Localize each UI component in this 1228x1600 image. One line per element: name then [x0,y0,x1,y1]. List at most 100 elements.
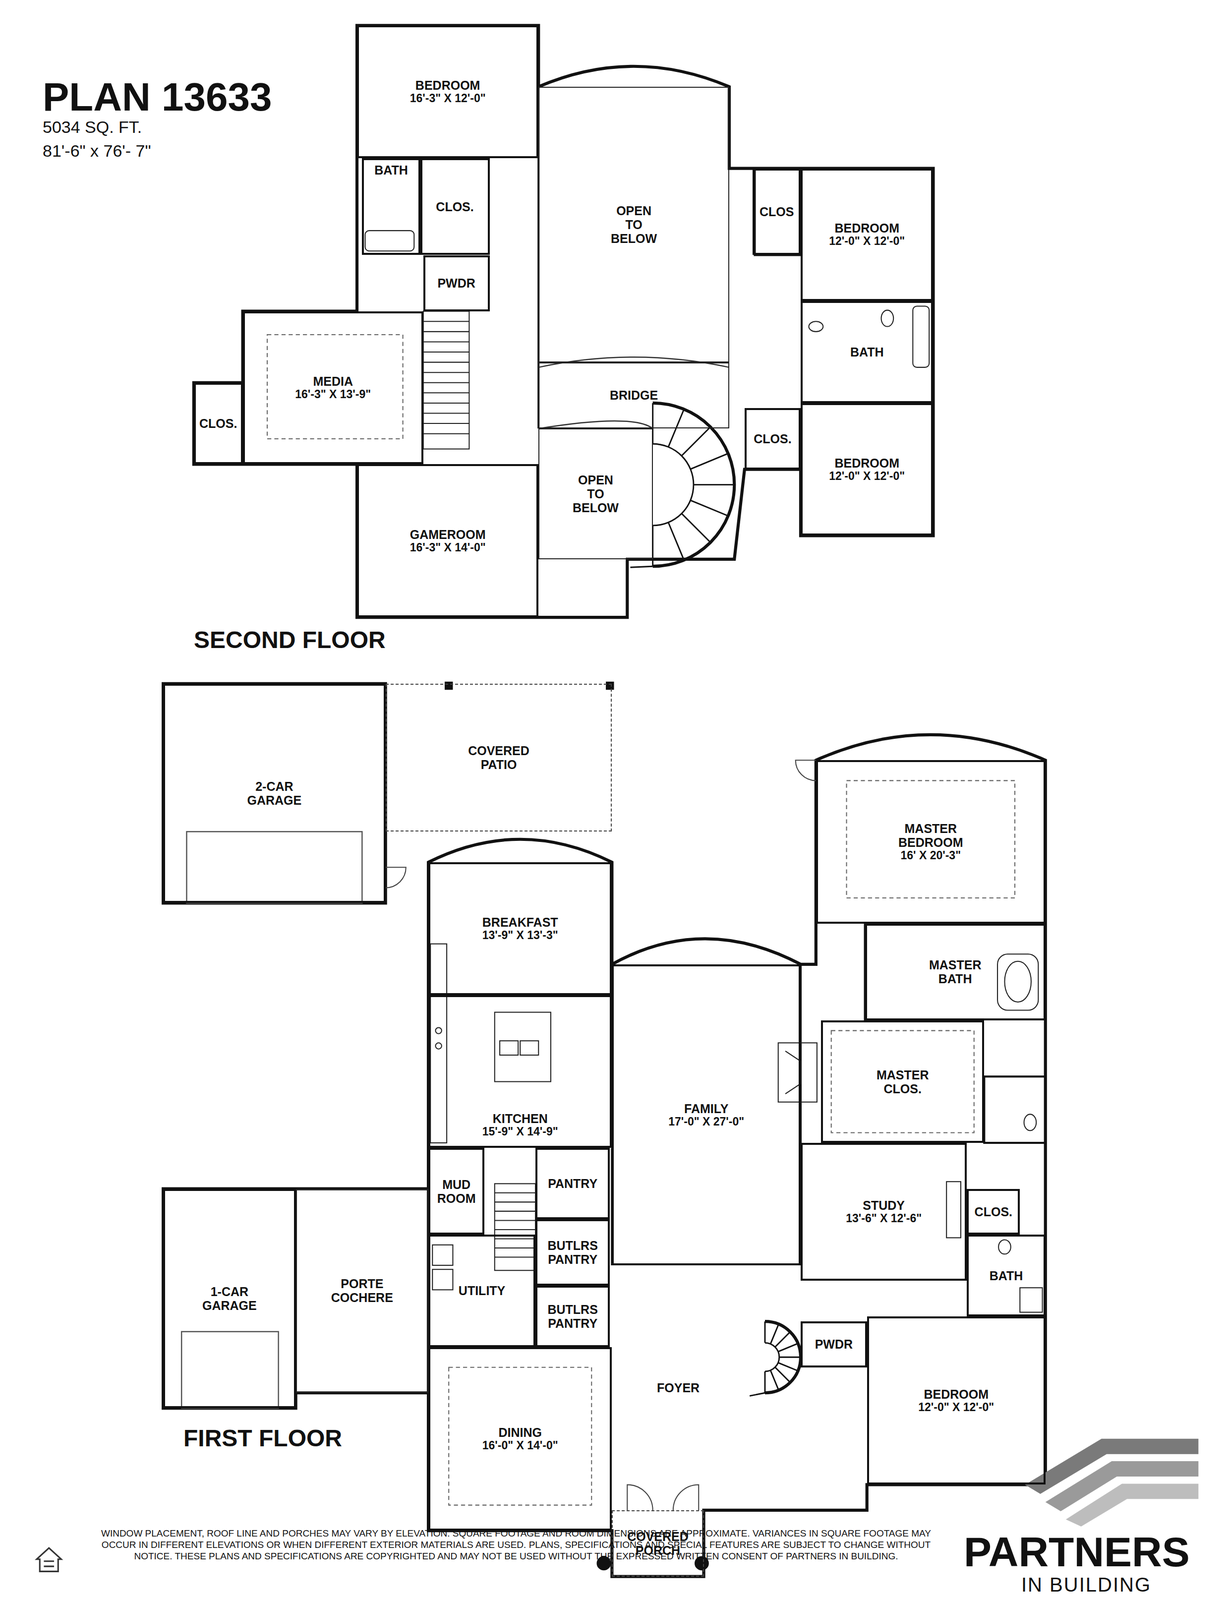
fixture [499,1040,519,1055]
room-dimension: 17'-0" X 27'-0" [668,1115,745,1129]
room-dimension: 13'-6" X 12'-6" [845,1212,922,1226]
room: CLOS. [966,1188,1020,1235]
fixture [997,953,1039,1010]
room-name: DINING [498,1425,542,1440]
room-name: MASTER BEDROOM [895,821,966,850]
room: BEDROOM12'-0" X 12'-0" [800,168,934,302]
fixture [432,1244,453,1266]
spiral-stair [652,403,735,567]
room: CLOS. [420,158,490,256]
room: BATH [361,158,420,256]
room-name: BEDROOM [923,1387,989,1402]
overall-dimensions: 81'-6" x 76'- 7" [42,140,152,162]
room-dimension: 16' X 20'-3" [900,849,961,863]
fixture [494,1012,551,1082]
room: STUDY13'-6" X 12'-6" [800,1142,967,1281]
straight-stair [423,311,470,450]
fixture [881,310,894,327]
spiral-stair [630,566,653,568]
room-dimension: 16'-0" X 14'-0" [482,1439,559,1453]
floor-heading: SECOND FLOOR [193,625,386,655]
room-name: BEDROOM [415,78,481,93]
room: BATH [966,1234,1046,1317]
tray-ceiling [267,334,404,439]
room-name: BRIDGE [609,388,658,403]
fixture [785,1051,801,1094]
room-dimension: 12'-0" X 12'-0" [828,234,905,248]
room: CLOS. [193,382,243,465]
room: GAMEROOM16'-3" X 14'-0" [356,464,539,618]
fixture [432,1269,453,1290]
spiral-stair [652,403,735,567]
tray-ceiling [831,1030,975,1133]
room-name: CLOS. [753,431,792,446]
equal-housing-icon [36,1547,61,1572]
room-dimension: 15'-9" X 14'-9" [482,1125,559,1139]
room-name: BATH [850,345,884,359]
room-name: BUTLRS PANTRY [540,1302,605,1331]
room-name: PORTE COCHERE [327,1276,397,1305]
room: COVERED PATIO [385,683,613,832]
fixture [430,943,447,1143]
square-footage: 5034 SQ. FT. [42,116,142,138]
room-name: STUDY [862,1198,905,1213]
straight-stair [423,321,470,434]
room: BEDROOM16'-3" X 12'-0" [356,25,539,159]
room: BREAKFAST13'-9" X 13'-3" [428,862,612,995]
room: 1-CAR GARAGE [163,1188,296,1408]
door-swing [385,760,817,1511]
room-dimension: 12'-0" X 12'-0" [918,1401,995,1414]
door-swing [510,1182,531,1184]
exterior-wall [163,683,386,903]
room: FAMILY17'-0" X 27'-0" [611,964,801,1266]
brand-tagline: IN BUILDING [1021,1572,1152,1597]
room: MEDIA16'-3" X 13'-9" [242,311,424,465]
room-dimension: 12'-0" X 12'-0" [828,469,905,483]
room-dimension: 13'-9" X 13'-3" [482,929,559,942]
room-name: BATH [374,163,409,177]
spiral-stair [764,1321,801,1393]
fixture [435,1042,442,1049]
room: BATH [800,300,934,404]
room: MUD ROOM [428,1147,485,1235]
spiral-stair [764,1321,801,1393]
room: BEDROOM12'-0" X 12'-0" [867,1316,1046,1485]
brand-name: PARTNERS [963,1526,1190,1578]
room-name: COVERED PATIO [464,743,534,772]
room-name: CLOS. [199,416,237,431]
door-swing [673,1484,699,1510]
room: PORTE COCHERE [295,1188,429,1394]
room-name: BREAKFAST [482,915,559,930]
straight-stair [494,1183,536,1271]
exterior-wall [163,25,1046,1577]
exterior-wall [428,734,1046,1577]
garage-door [181,831,362,1408]
fixture [520,1040,539,1055]
door-swing [627,1484,653,1510]
room-name: BEDROOM [834,456,900,470]
exterior-wall [193,25,934,618]
fixture [1004,961,1031,1002]
door-swing [795,760,817,781]
room: BEDROOM12'-0" X 12'-0" [800,403,934,536]
equal-housing-icon [43,1561,55,1567]
brand-logo [1025,1438,1199,1527]
fixture [365,230,1043,1313]
room: UTILITY [428,1234,536,1347]
spiral-stair [749,1392,765,1396]
fixture [808,321,823,332]
interior-wall [729,168,801,256]
straight-stair [494,1192,536,1258]
room: MASTER BEDROOM16' X 20'-3" [816,760,1046,924]
garage-door [186,831,362,903]
room-name: FAMILY [684,1101,729,1116]
room-name: FOYER [656,1380,700,1395]
fixture [998,1239,1011,1255]
tray-ceiling [448,1367,592,1506]
disclaimer-note: WINDOW PLACEMENT, ROOF LINE AND PORCHES … [97,1527,936,1562]
room: DINING16'-0" X 14'-0" [428,1346,612,1531]
tray-ceiling [267,334,1015,1506]
room-name: GAMEROOM [409,527,486,542]
room: BUTLRS PANTRY [535,1219,610,1286]
tray-ceiling [846,780,1015,898]
